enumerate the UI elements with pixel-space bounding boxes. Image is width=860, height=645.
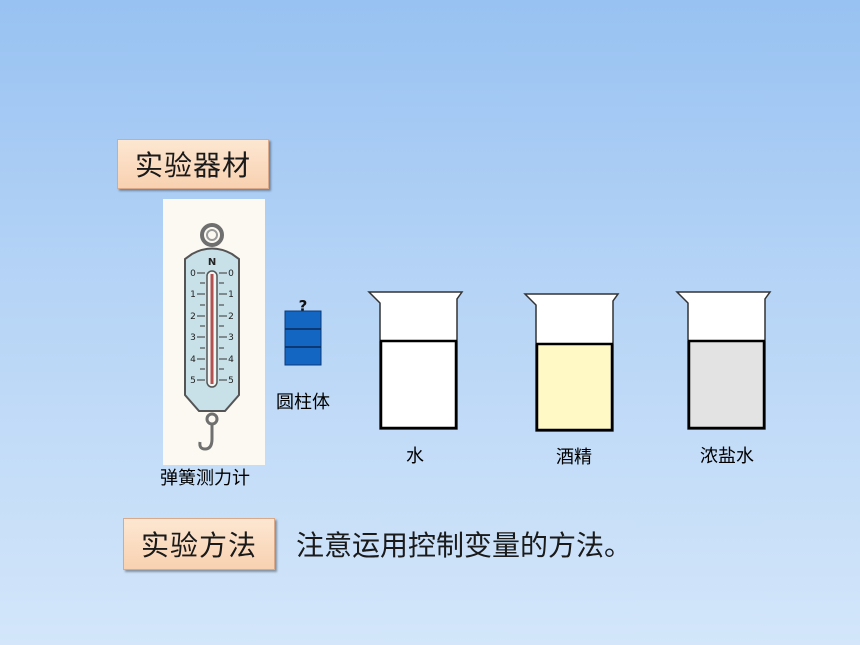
scale-tick-left: 4: [190, 355, 196, 365]
water-label: 水: [406, 446, 424, 467]
scale-tick-right: 0: [228, 269, 234, 279]
beaker-brine: [675, 291, 772, 430]
scale-tick-left: 0: [190, 269, 196, 279]
scale-tick-left: 1: [190, 290, 196, 300]
water-liquid: [381, 341, 456, 428]
scale-tick-right: 1: [228, 290, 234, 300]
scale-unit: N: [208, 257, 216, 268]
scale-tick-right: 2: [228, 312, 234, 322]
scale-tick-right: 4: [228, 355, 234, 365]
beaker-water: [367, 291, 464, 430]
cylinder-hook-mark: ?: [299, 297, 308, 315]
equipment-title: 实验器材: [117, 139, 269, 189]
cylinder-image: ?: [284, 297, 322, 366]
brine-liquid: [689, 341, 764, 428]
method-title: 实验方法: [123, 518, 275, 570]
alcohol-liquid: [537, 344, 612, 430]
scale-tick-left: 2: [190, 312, 196, 322]
brine-label: 浓盐水: [700, 446, 754, 467]
scale-tick-left: 5: [190, 376, 196, 386]
scale-tick-right: 5: [228, 376, 234, 386]
beaker-alcohol: [523, 293, 620, 432]
scale-tick-right: 3: [228, 333, 234, 343]
method-text: 注意运用控制变量的方法。: [296, 529, 633, 562]
spring-scale-label: 弹簧测力计: [160, 468, 250, 489]
cylinder-label: 圆柱体: [276, 392, 330, 413]
alcohol-label: 酒精: [556, 447, 592, 468]
scale-tick-left: 3: [190, 333, 196, 343]
spring-scale-image: N 0 1 2 3 4 5 0 1 2 3: [163, 199, 265, 465]
